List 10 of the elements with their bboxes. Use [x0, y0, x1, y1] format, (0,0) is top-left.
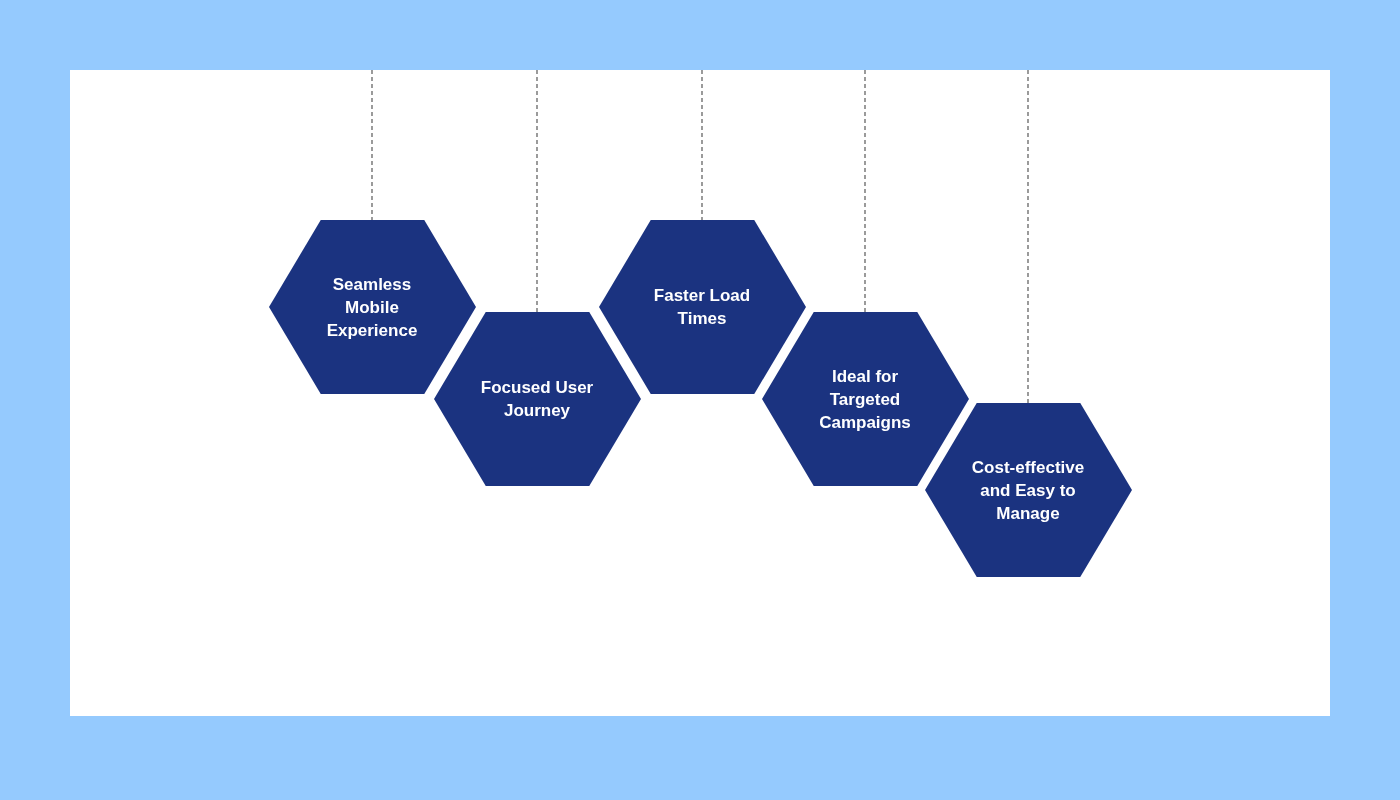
hexagon-label: Cost-effective and Easy to Manage: [970, 456, 1086, 525]
dashed-line: [371, 69, 373, 221]
dashed-line: [1027, 69, 1029, 404]
hexagon-label: Seamless Mobile Experience: [325, 273, 419, 342]
dashed-line: [701, 69, 703, 221]
dashed-line: [864, 69, 866, 313]
dashed-line: [536, 69, 538, 313]
hexagon-label: Focused User Journey: [479, 377, 595, 422]
hexagon-label: Faster Load Times: [652, 285, 752, 330]
hexagon-label: Ideal for Targeted Campaigns: [818, 365, 912, 434]
